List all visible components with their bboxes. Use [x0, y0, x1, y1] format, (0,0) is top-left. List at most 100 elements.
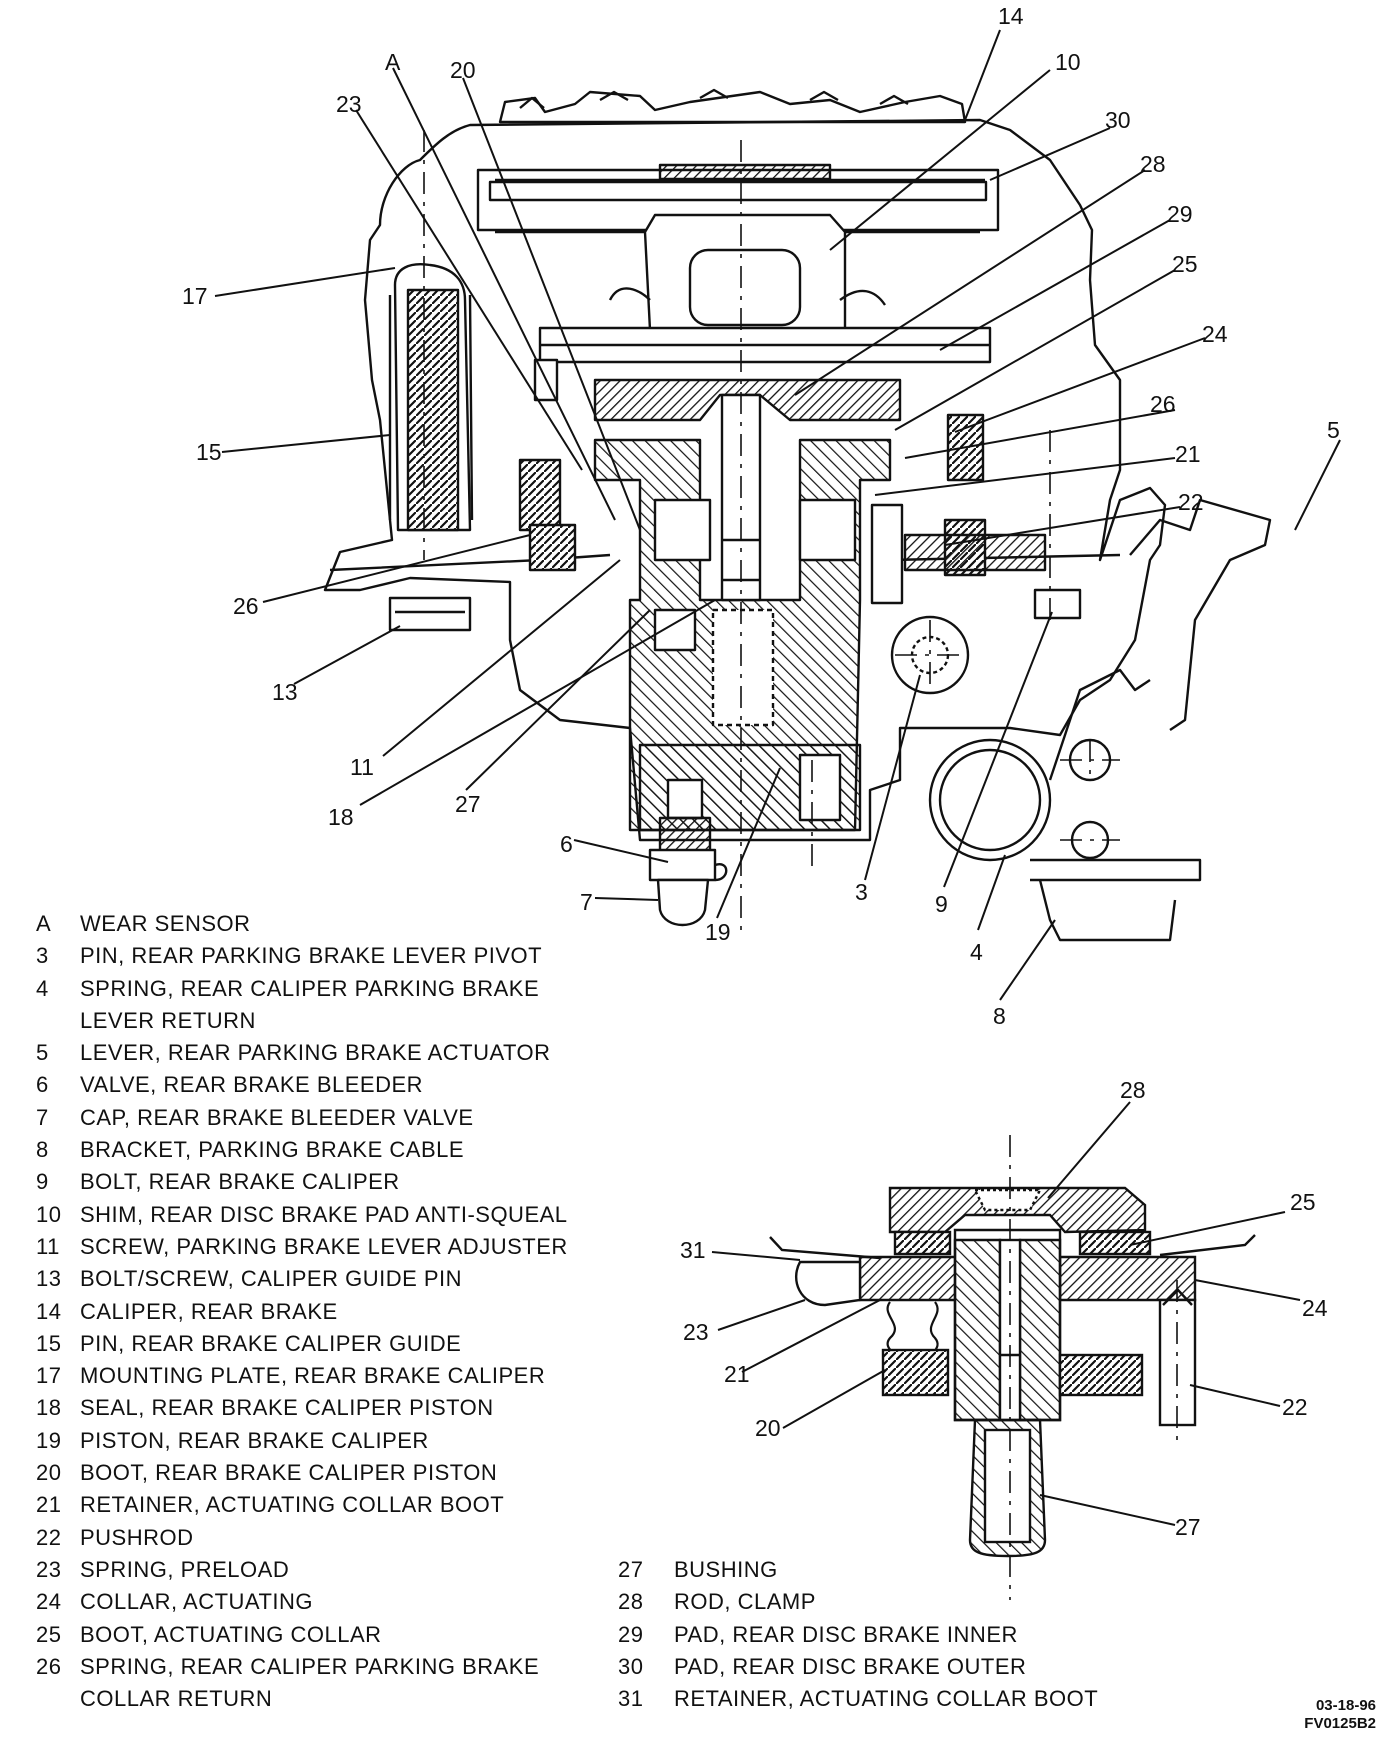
upper-leader-lines: [214, 29, 1341, 1001]
callout-24: 24: [1202, 321, 1228, 347]
legend-key: 17: [36, 1363, 62, 1389]
legend-description: BOOT, ACTUATING COLLAR: [80, 1621, 382, 1647]
legend-key: 20: [36, 1460, 62, 1486]
legend-description: PUSHROD: [80, 1524, 194, 1550]
legend-key: 22: [36, 1524, 62, 1550]
lower-leader-lines: [711, 1101, 1301, 1526]
callout-26-left: 26: [233, 593, 259, 619]
legend-key: 14: [36, 1298, 62, 1324]
legend-description: PAD, REAR DISC BRAKE INNER: [674, 1621, 1018, 1647]
callout-23: 23: [336, 91, 362, 117]
legend-description: RETAINER, ACTUATING COLLAR BOOT: [674, 1686, 1099, 1712]
callout-15: 15: [196, 439, 222, 465]
legend-key: 23: [36, 1556, 62, 1582]
callout-28: 28: [1140, 151, 1166, 177]
legend-key: 18: [36, 1395, 62, 1421]
upper-callout-labels: 14 10 A 20 30 23 28 29 17 25 24 26 5 15 …: [182, 3, 1340, 1029]
callout-6: 6: [560, 831, 573, 857]
legend-item: 22 PUSHROD: [36, 1522, 656, 1554]
callout-20: 20: [450, 57, 476, 83]
legend-description: SPRING, PRELOAD: [80, 1556, 290, 1582]
callout-23-lower: 23: [683, 1319, 709, 1345]
legend-description: SHIM, REAR DISC BRAKE PAD ANTI-SQUEAL: [80, 1201, 568, 1227]
callout-21: 21: [1175, 441, 1201, 467]
legend-item: 18 SEAL, REAR BRAKE CALIPER PISTON: [36, 1392, 656, 1424]
legend-description: CAP, REAR BRAKE BLEEDER VALVE: [80, 1104, 474, 1130]
legend-key: 3: [36, 943, 49, 969]
callout-26: 26: [1150, 391, 1176, 417]
callout-8: 8: [993, 1003, 1006, 1029]
lower-callout-labels: 28 25 31 24 23 21 22 20 27: [680, 1077, 1328, 1540]
legend-key: 24: [36, 1589, 62, 1615]
legend-key: 25: [36, 1621, 62, 1647]
callout-27-lower: 27: [1175, 1514, 1201, 1540]
lower-detail-assembly: [769, 1135, 1256, 1600]
legend-description: BOOT, REAR BRAKE CALIPER PISTON: [80, 1460, 498, 1486]
legend-item: 10 SHIM, REAR DISC BRAKE PAD ANTI-SQUEAL: [36, 1199, 656, 1231]
legend-description: COLLAR, ACTUATING: [80, 1589, 314, 1615]
figure-code-stamp: FV0125B2: [1304, 1715, 1376, 1732]
legend-description: MOUNTING PLATE, REAR BRAKE CALIPER: [80, 1363, 546, 1389]
legend-item: 28 ROD, CLAMP: [618, 1586, 1178, 1618]
legend-item: 20 BOOT, REAR BRAKE CALIPER PISTON: [36, 1457, 656, 1489]
legend-key: 31: [618, 1686, 644, 1712]
callout-18: 18: [328, 804, 354, 830]
legend-key: 7: [36, 1104, 49, 1130]
legend-description: SEAL, REAR BRAKE CALIPER PISTON: [80, 1395, 494, 1421]
figure-date-stamp: 03-18-96: [1315, 1697, 1376, 1714]
legend-description: SPRING, REAR CALIPER PARKING BRAKE LEVER…: [80, 975, 540, 1033]
legend-key: 10: [36, 1201, 62, 1227]
legend-key: 26: [36, 1653, 62, 1679]
legend-description: RETAINER, ACTUATING COLLAR BOOT: [80, 1492, 505, 1518]
callout-27: 27: [455, 791, 481, 817]
upper-assembly: [323, 88, 1272, 942]
legend-key: 28: [618, 1589, 644, 1615]
legend-item: 7 CAP, REAR BRAKE BLEEDER VALVE: [36, 1102, 656, 1134]
callout-22-lower: 22: [1282, 1394, 1308, 1420]
legend-description: BOLT, REAR BRAKE CALIPER: [80, 1169, 400, 1195]
callout-7: 7: [580, 889, 593, 915]
legend-description: WEAR SENSOR: [80, 911, 251, 936]
callout-24-lower: 24: [1302, 1295, 1328, 1321]
legend-key: 13: [36, 1266, 62, 1292]
callout-31: 31: [680, 1237, 706, 1263]
legend-description: BRACKET, PARKING BRAKE CABLE: [80, 1137, 465, 1163]
legend-description: ROD, CLAMP: [674, 1589, 816, 1615]
legend-description: BOLT/SCREW, CALIPER GUIDE PIN: [80, 1266, 463, 1292]
legend-item: 26 SPRING, REAR CALIPER PARKING BRAKE COL…: [36, 1651, 656, 1716]
legend-key: 30: [618, 1653, 644, 1679]
legend-description: VALVE, REAR BRAKE BLEEDER: [80, 1072, 424, 1098]
callout-28-lower: 28: [1120, 1077, 1146, 1103]
callout-11: 11: [350, 754, 374, 780]
callout-30: 30: [1105, 107, 1131, 133]
legend-item: 25 BOOT, ACTUATING COLLAR: [36, 1619, 656, 1651]
callout-9: 9: [935, 891, 948, 917]
legend-key: 29: [618, 1621, 644, 1647]
legend-key: 21: [36, 1492, 62, 1518]
legend-description: SPRING, REAR CALIPER PARKING BRAKE COLLA…: [80, 1653, 540, 1712]
callout-10: 10: [1055, 49, 1081, 75]
callout-25: 25: [1172, 251, 1198, 277]
legend-item: 21 RETAINER, ACTUATING COLLAR BOOT: [36, 1489, 656, 1521]
legend-key: 27: [618, 1557, 644, 1582]
legend-item: 13 BOLT/SCREW, CALIPER GUIDE PIN: [36, 1263, 656, 1295]
legend-description: LEVER, REAR PARKING BRAKE ACTUATOR: [80, 1040, 551, 1066]
callout-29: 29: [1167, 201, 1193, 227]
callout-13: 13: [272, 679, 298, 705]
legend-key: 4: [36, 975, 49, 1001]
callout-4: 4: [970, 939, 983, 965]
callout-3: 3: [855, 879, 868, 905]
